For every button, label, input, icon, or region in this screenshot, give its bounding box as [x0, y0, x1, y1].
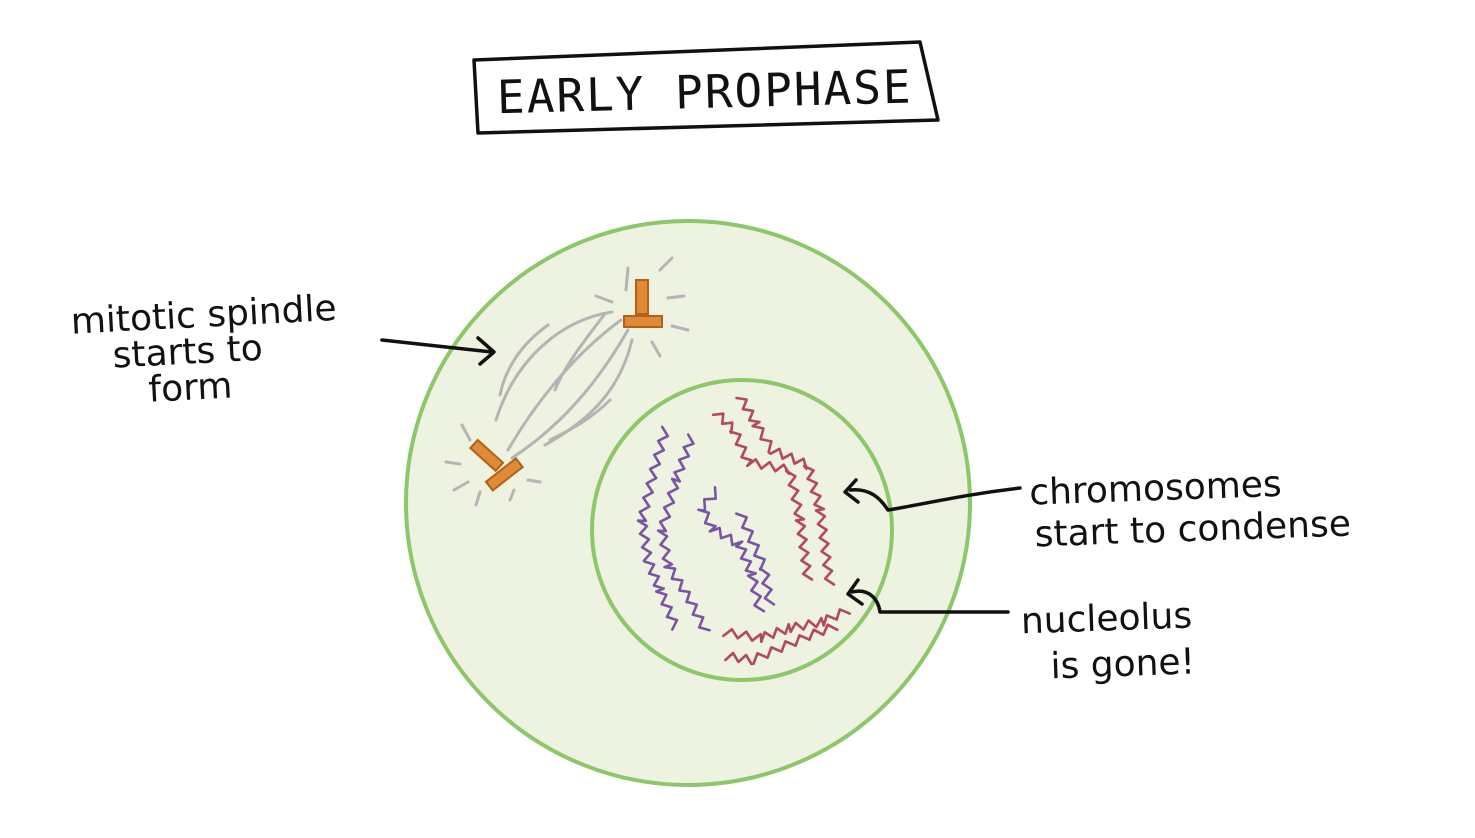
page-title: EARLY PROPHASE — [496, 59, 913, 124]
label-spindle: mitotic spindle starts to form — [70, 288, 338, 411]
spindle-fiber — [494, 310, 614, 422]
chromosome-strand-purple — [735, 512, 776, 606]
centriole — [623, 315, 663, 328]
arrow-head — [846, 578, 864, 606]
label-chromosomes-line1: chromosomes — [1029, 464, 1283, 514]
aster-ray — [650, 340, 662, 358]
spindle-fiber — [553, 313, 606, 392]
aster-rays — [444, 256, 690, 507]
aster-ray — [526, 478, 542, 484]
condensing-chromosomes — [636, 396, 851, 666]
arrow-head — [476, 336, 496, 366]
arrow-shaft — [380, 338, 494, 354]
aster-ray — [594, 294, 614, 304]
chromosome-strand-purple — [636, 425, 679, 631]
aster-ray — [508, 488, 516, 502]
chromosome-strand-red — [724, 623, 839, 666]
aster-ray — [670, 324, 690, 332]
chromosome-strand-red — [722, 608, 851, 644]
mitotic-spindle — [494, 310, 634, 460]
chromosome-strand-red — [735, 396, 836, 586]
label-nucleolus-line1: nucleolus — [1020, 595, 1193, 642]
centriole — [468, 438, 505, 473]
spindle-arrow — [380, 336, 496, 366]
aster-ray — [474, 490, 482, 507]
aster-ray — [658, 256, 674, 272]
chromosome-strand-purple — [697, 486, 766, 613]
spindle-fiber — [548, 398, 612, 442]
label-nucleolus: nucleolus is gone! — [1020, 595, 1196, 687]
aster-ray — [444, 460, 462, 466]
label-spindle-line2: starts to — [112, 328, 264, 377]
chromosome-strand-purple — [656, 433, 711, 632]
centriole — [484, 456, 525, 492]
chromosomes-arrow — [843, 478, 1022, 512]
aster-ray — [624, 266, 630, 292]
spindle-fiber — [510, 328, 630, 460]
cell — [404, 219, 972, 787]
label-chromosomes: chromosomes start to condense — [1029, 464, 1352, 556]
nucleolus-arrow — [846, 578, 1010, 614]
title-box-frame — [472, 40, 940, 135]
aster-ray — [452, 480, 470, 492]
arrow-shaft — [850, 589, 1010, 614]
chromosome-strand-red — [711, 412, 814, 581]
label-spindle-line3: form — [147, 365, 233, 410]
arrow-shaft — [848, 486, 1022, 512]
title-box: EARLY PROPHASE — [472, 40, 940, 135]
centrosome-top — [623, 279, 663, 328]
label-nucleolus-line2: is gone! — [1050, 641, 1196, 687]
arrow-head — [843, 478, 860, 504]
centriole — [635, 279, 649, 315]
annotation-arrows — [380, 336, 1022, 614]
centrosome-bottom — [468, 438, 525, 492]
aster-ray — [460, 423, 472, 442]
aster-ray — [666, 294, 686, 300]
spindle-fiber — [498, 323, 550, 397]
